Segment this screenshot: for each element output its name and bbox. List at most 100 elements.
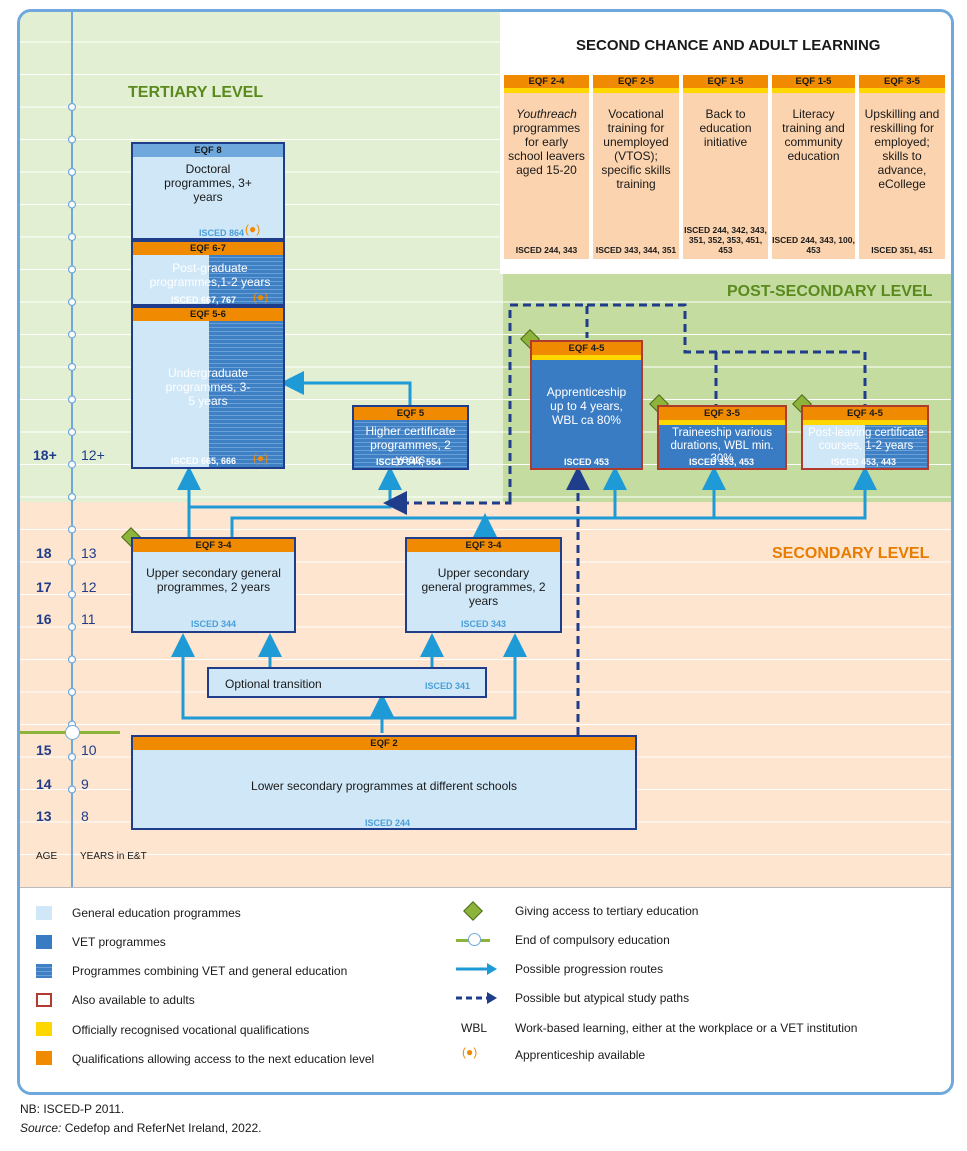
- second-chance-yellow: [683, 88, 768, 93]
- apprenticeship-icon: (●): [253, 451, 269, 465]
- second-chance-eqf: EQF 1-5: [772, 75, 855, 88]
- legend-left-4: Officially recognised vocational qualifi…: [72, 1023, 310, 1037]
- tertiary-level-label: TERTIARY LEVEL: [128, 84, 264, 101]
- higher-cert-eqf: EQF 5: [354, 407, 467, 420]
- undergrad-box: EQF 5-6 Undergraduate programmes, 3-5 ye…: [131, 306, 285, 469]
- legend-right-5: Apprenticeship available: [515, 1048, 646, 1062]
- legend-right-2: Possible progression routes: [515, 962, 664, 976]
- post-leaving-general-part: [803, 425, 865, 468]
- second-chance-isced: ISCED 244, 342, 343, 351, 352, 353, 451,…: [684, 225, 767, 255]
- legend-combined-swatch: [36, 964, 52, 978]
- compulsory-end-circle: [65, 725, 80, 740]
- second-chance-desc: Upskilling and reskilling for employed; …: [864, 107, 940, 191]
- postgrad-text: Post-graduate programmes,1-2 years: [149, 261, 271, 289]
- axis-tick: [67, 200, 77, 209]
- upper-sec-1-eqf: EQF 3-4: [133, 539, 294, 552]
- postgrad-isced: ISCED 667, 767: [171, 295, 237, 305]
- years-label: YEARS in E&T: [80, 851, 147, 862]
- legend-yellow-swatch: [36, 1022, 52, 1036]
- axis-tick: [67, 427, 77, 437]
- second-chance-text: Back to education initiative: [683, 93, 768, 149]
- axis-tick: [67, 102, 77, 112]
- legend-wbl-symbol: WBL: [461, 1021, 488, 1035]
- lower-sec-eqf: EQF 2: [133, 737, 635, 750]
- postgrad-box: EQF 6-7 Post-graduate programmes,1-2 yea…: [131, 240, 285, 306]
- year-label-value: 9: [81, 776, 89, 792]
- higher-cert-box: EQF 5 Higher certificate programmes, 2 y…: [352, 405, 469, 470]
- axis-tick: [67, 232, 77, 242]
- apprenticeship-icon: (●): [253, 290, 269, 304]
- axis-tick: [67, 395, 77, 404]
- axis-tick: [67, 297, 77, 307]
- year-label-value: 8: [81, 808, 89, 824]
- post-leaving-yellow: [803, 420, 927, 425]
- lower-sec-text: Lower secondary programmes at different …: [251, 779, 517, 793]
- age-label-value: 16: [36, 611, 52, 627]
- second-chance-isced: ISCED 343, 344, 351: [595, 245, 677, 255]
- second-chance-desc: programmes for early school leavers aged…: [508, 121, 585, 177]
- second-chance-text: Youthreach programmes for early school l…: [504, 93, 589, 177]
- axis-tick: [67, 557, 77, 567]
- second-chance-desc: Vocational training for unemployed (VTOS…: [601, 107, 671, 191]
- legend-apprenticeship-icon: (●): [462, 1045, 478, 1059]
- post-leaving-box: EQF 4-5 Post-leaving certificate courses…: [801, 405, 929, 470]
- lower-sec-isced: ISCED 244: [365, 818, 411, 828]
- axis-tick: [67, 622, 77, 632]
- age-label-value: 18+: [33, 447, 57, 463]
- apprenticeship-text: Apprenticeship up to 4 years, WBL ca 80%: [546, 385, 627, 427]
- traineeship-yellow: [659, 420, 785, 425]
- second-chance-yellow: [772, 88, 855, 93]
- year-label-value: 13: [81, 545, 97, 561]
- second-chance-yellow: [859, 88, 945, 93]
- legend-adult-swatch: [36, 993, 52, 1007]
- apprenticeship-eqf: EQF 4-5: [532, 342, 641, 355]
- second-chance-italic: Youthreach: [516, 107, 577, 121]
- legend-left-3: Also available to adults: [72, 993, 195, 1007]
- postgrad-general-part: [133, 255, 209, 304]
- apprenticeship-icon: (●): [245, 222, 261, 236]
- optional-transition-box: Optional transition ISCED 341: [207, 667, 487, 698]
- doctoral-eqf: EQF 8: [133, 144, 283, 157]
- axis-tick: [67, 752, 77, 762]
- legend-right-1: End of compulsory education: [515, 933, 670, 947]
- axis-tick: [67, 590, 77, 599]
- legend-left-1: VET programmes: [72, 935, 166, 949]
- higher-cert-isced: ISCED 544, 554: [376, 457, 442, 467]
- optional-transition-isced: ISCED 341: [425, 681, 471, 691]
- age-label-value: 17: [36, 579, 52, 595]
- year-label-value: 10: [81, 742, 97, 758]
- year-label-value: 11: [81, 611, 96, 627]
- second-chance-text: Upskilling and reskilling for employed; …: [859, 93, 945, 191]
- doctoral-isced: ISCED 864: [199, 228, 245, 238]
- postgrad-eqf: EQF 6-7: [133, 242, 283, 255]
- axis-tick: [67, 687, 77, 697]
- post-leaving-isced: ISCED 453, 443: [831, 457, 897, 467]
- upper-sec-1-box: EQF 3-4 Upper secondary general programm…: [131, 537, 296, 633]
- second-chance-text: Vocational training for unemployed (VTOS…: [593, 93, 679, 191]
- post-leaving-eqf: EQF 4-5: [803, 407, 927, 420]
- second-chance-eqf: EQF 1-5: [683, 75, 768, 88]
- lower-sec-box: EQF 2 Lower secondary programmes at diff…: [131, 735, 637, 830]
- upper-sec-2-isced: ISCED 343: [461, 619, 507, 629]
- axis-line: [71, 12, 73, 887]
- age-label-value: 15: [36, 742, 52, 758]
- second-chance-eqf: EQF 3-5: [859, 75, 945, 88]
- axis-ticks: [67, 102, 77, 794]
- secondary-level-label: SECONDARY LEVEL: [772, 545, 930, 562]
- age-label-value: 18: [36, 545, 52, 561]
- second-chance-eqf: EQF 2-4: [504, 75, 589, 88]
- second-chance-yellow: [504, 88, 589, 93]
- second-chance-yellow: [593, 88, 679, 93]
- axis-tick: [67, 362, 77, 372]
- axis-tick: [67, 167, 77, 177]
- traineeship-text: Traineeship various durations, WBL min. …: [670, 427, 774, 465]
- traineeship-eqf: EQF 3-5: [659, 407, 785, 420]
- legend-right-4: Work-based learning, either at the workp…: [515, 1021, 858, 1035]
- year-label-value: 12: [81, 579, 97, 595]
- legend-orange-swatch: [36, 1051, 52, 1065]
- traineeship-isced: ISCED 353, 453: [689, 457, 755, 467]
- doctoral-text: Doctoral programmes, 3+ years: [164, 162, 252, 204]
- higher-cert-text: Higher certificate programmes, 2 years: [365, 424, 456, 466]
